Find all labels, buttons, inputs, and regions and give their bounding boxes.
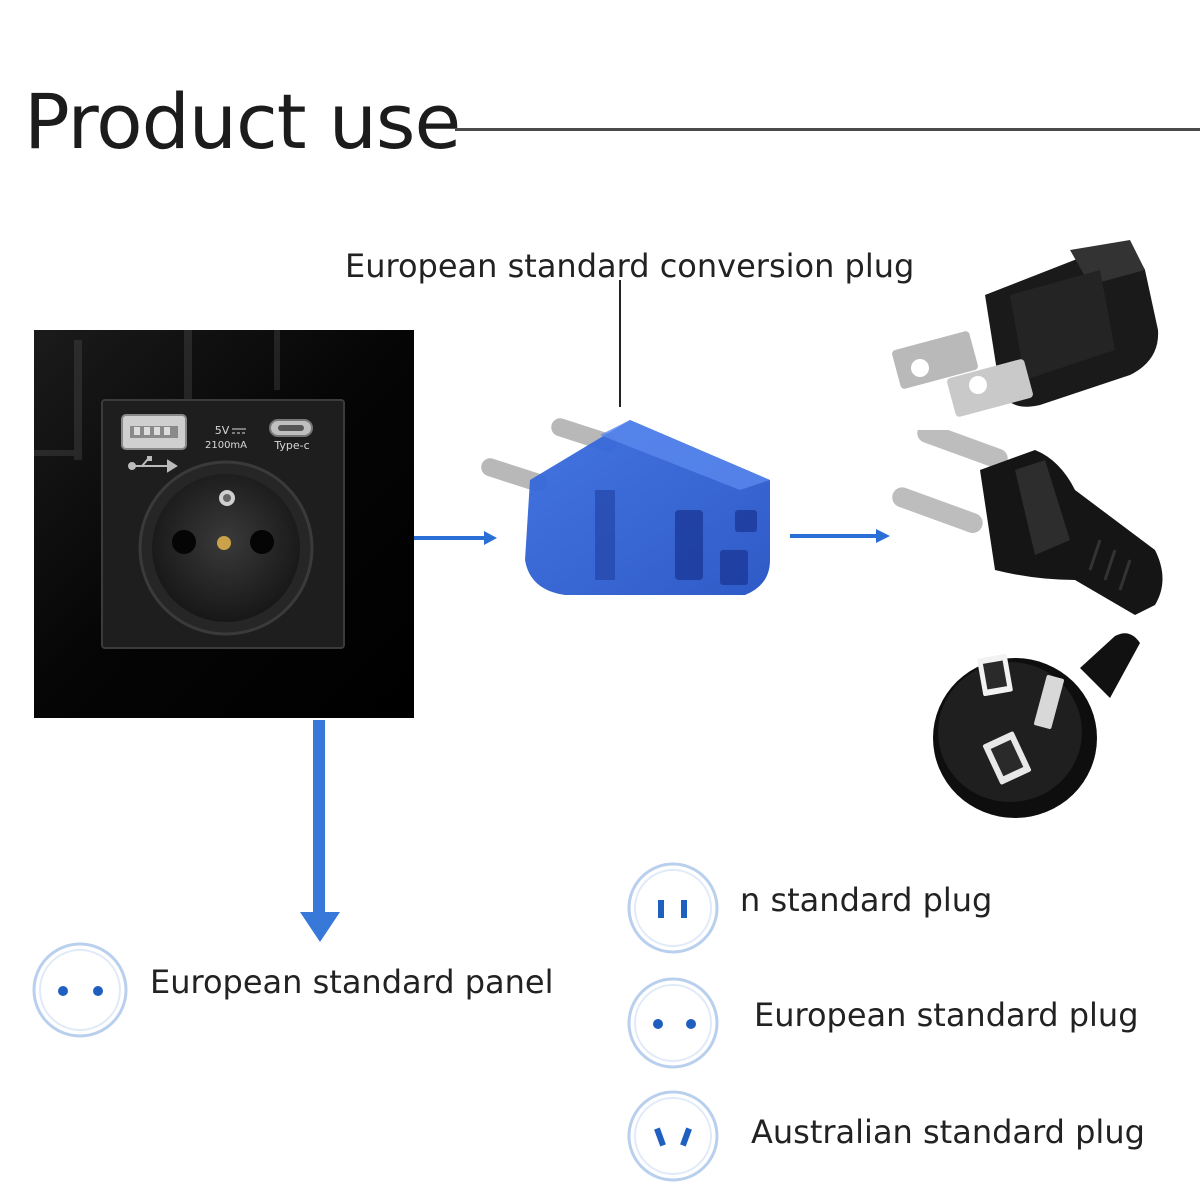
us-plug-image xyxy=(890,240,1160,420)
page-title: Product use xyxy=(24,77,461,166)
eu-panel-label: European standard panel xyxy=(150,963,554,1001)
eu-plug-label: European standard plug xyxy=(754,996,1139,1034)
socket-panel-image: 5V 2100mA Type-c xyxy=(34,330,414,718)
eu-panel-badge xyxy=(30,940,130,1040)
usb-current-label: 2100mA xyxy=(205,440,247,451)
conversion-plug-label: European standard conversion plug xyxy=(345,247,915,285)
conversion-plug-image xyxy=(470,410,790,600)
usb-voltage-label: 5V xyxy=(215,424,230,437)
callout-line xyxy=(619,280,621,407)
two-flat-slots-icon xyxy=(658,900,687,918)
eu-plug-badge xyxy=(625,975,721,1071)
typec-label: Type-c xyxy=(273,439,309,452)
n-plug-label: n standard plug xyxy=(740,881,993,919)
au-plug-label: Australian standard plug xyxy=(751,1113,1145,1151)
n-plug-badge xyxy=(625,860,721,956)
au-plug-image xyxy=(930,628,1170,828)
two-round-holes-icon xyxy=(58,986,103,996)
angled-slots-icon xyxy=(654,1127,692,1147)
au-plug-badge xyxy=(625,1088,721,1184)
title-divider xyxy=(455,128,1200,131)
two-round-holes-icon xyxy=(653,1019,696,1029)
eu-plug-image xyxy=(885,430,1175,630)
